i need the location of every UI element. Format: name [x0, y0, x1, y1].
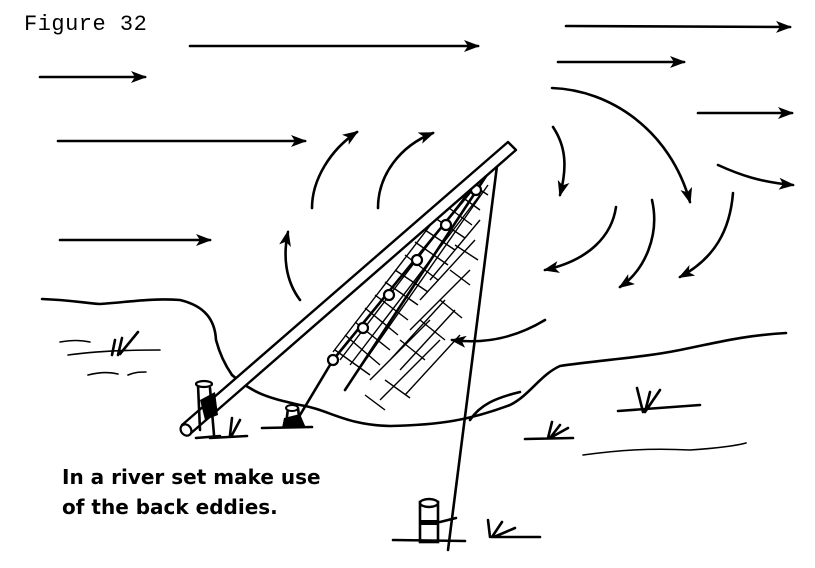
current-arrows: [38, 20, 794, 246]
float-icon: [356, 321, 370, 335]
anchor-stake-bottom: [391, 497, 467, 544]
eddy-arrows: [279, 86, 795, 348]
eddy-arrow-icon: [279, 230, 302, 302]
gill-net: [298, 156, 500, 552]
anchor-stake-center: [260, 404, 314, 430]
current-arrow-icon: [564, 20, 792, 33]
eddy-arrow-icon: [550, 86, 693, 204]
float-icon: [382, 288, 396, 302]
figure-title: Figure 32: [24, 12, 148, 37]
grass-icon: [486, 518, 542, 539]
figure-caption: In a river set make use of the back eddi…: [62, 462, 321, 522]
grass-icon: [208, 416, 249, 440]
river-banks: [40, 297, 788, 456]
eddy-arrow-icon: [618, 198, 656, 289]
shore-stake-left: [194, 379, 222, 440]
net-pole: [179, 140, 518, 437]
eddy-arrow-icon: [678, 191, 735, 279]
eddy-arrow-icon: [543, 205, 618, 273]
eddy-arrow-icon: [551, 125, 570, 197]
grass-icon: [523, 420, 575, 441]
grass-icon: [110, 330, 140, 357]
grass-tufts: [110, 330, 702, 539]
net-floats: [326, 183, 483, 367]
float-icon: [439, 218, 453, 232]
caption-line-2: of the back eddies.: [62, 495, 278, 519]
eddy-arrow-icon: [450, 318, 547, 348]
eddy-arrow-icon: [310, 130, 359, 210]
grass-icon: [616, 386, 702, 414]
float-icon: [410, 253, 424, 267]
caption-line-1: In a river set make use: [62, 465, 321, 489]
eddy-arrow-icon: [376, 131, 435, 210]
float-icon: [326, 353, 340, 367]
eddy-arrow-icon: [716, 163, 795, 190]
